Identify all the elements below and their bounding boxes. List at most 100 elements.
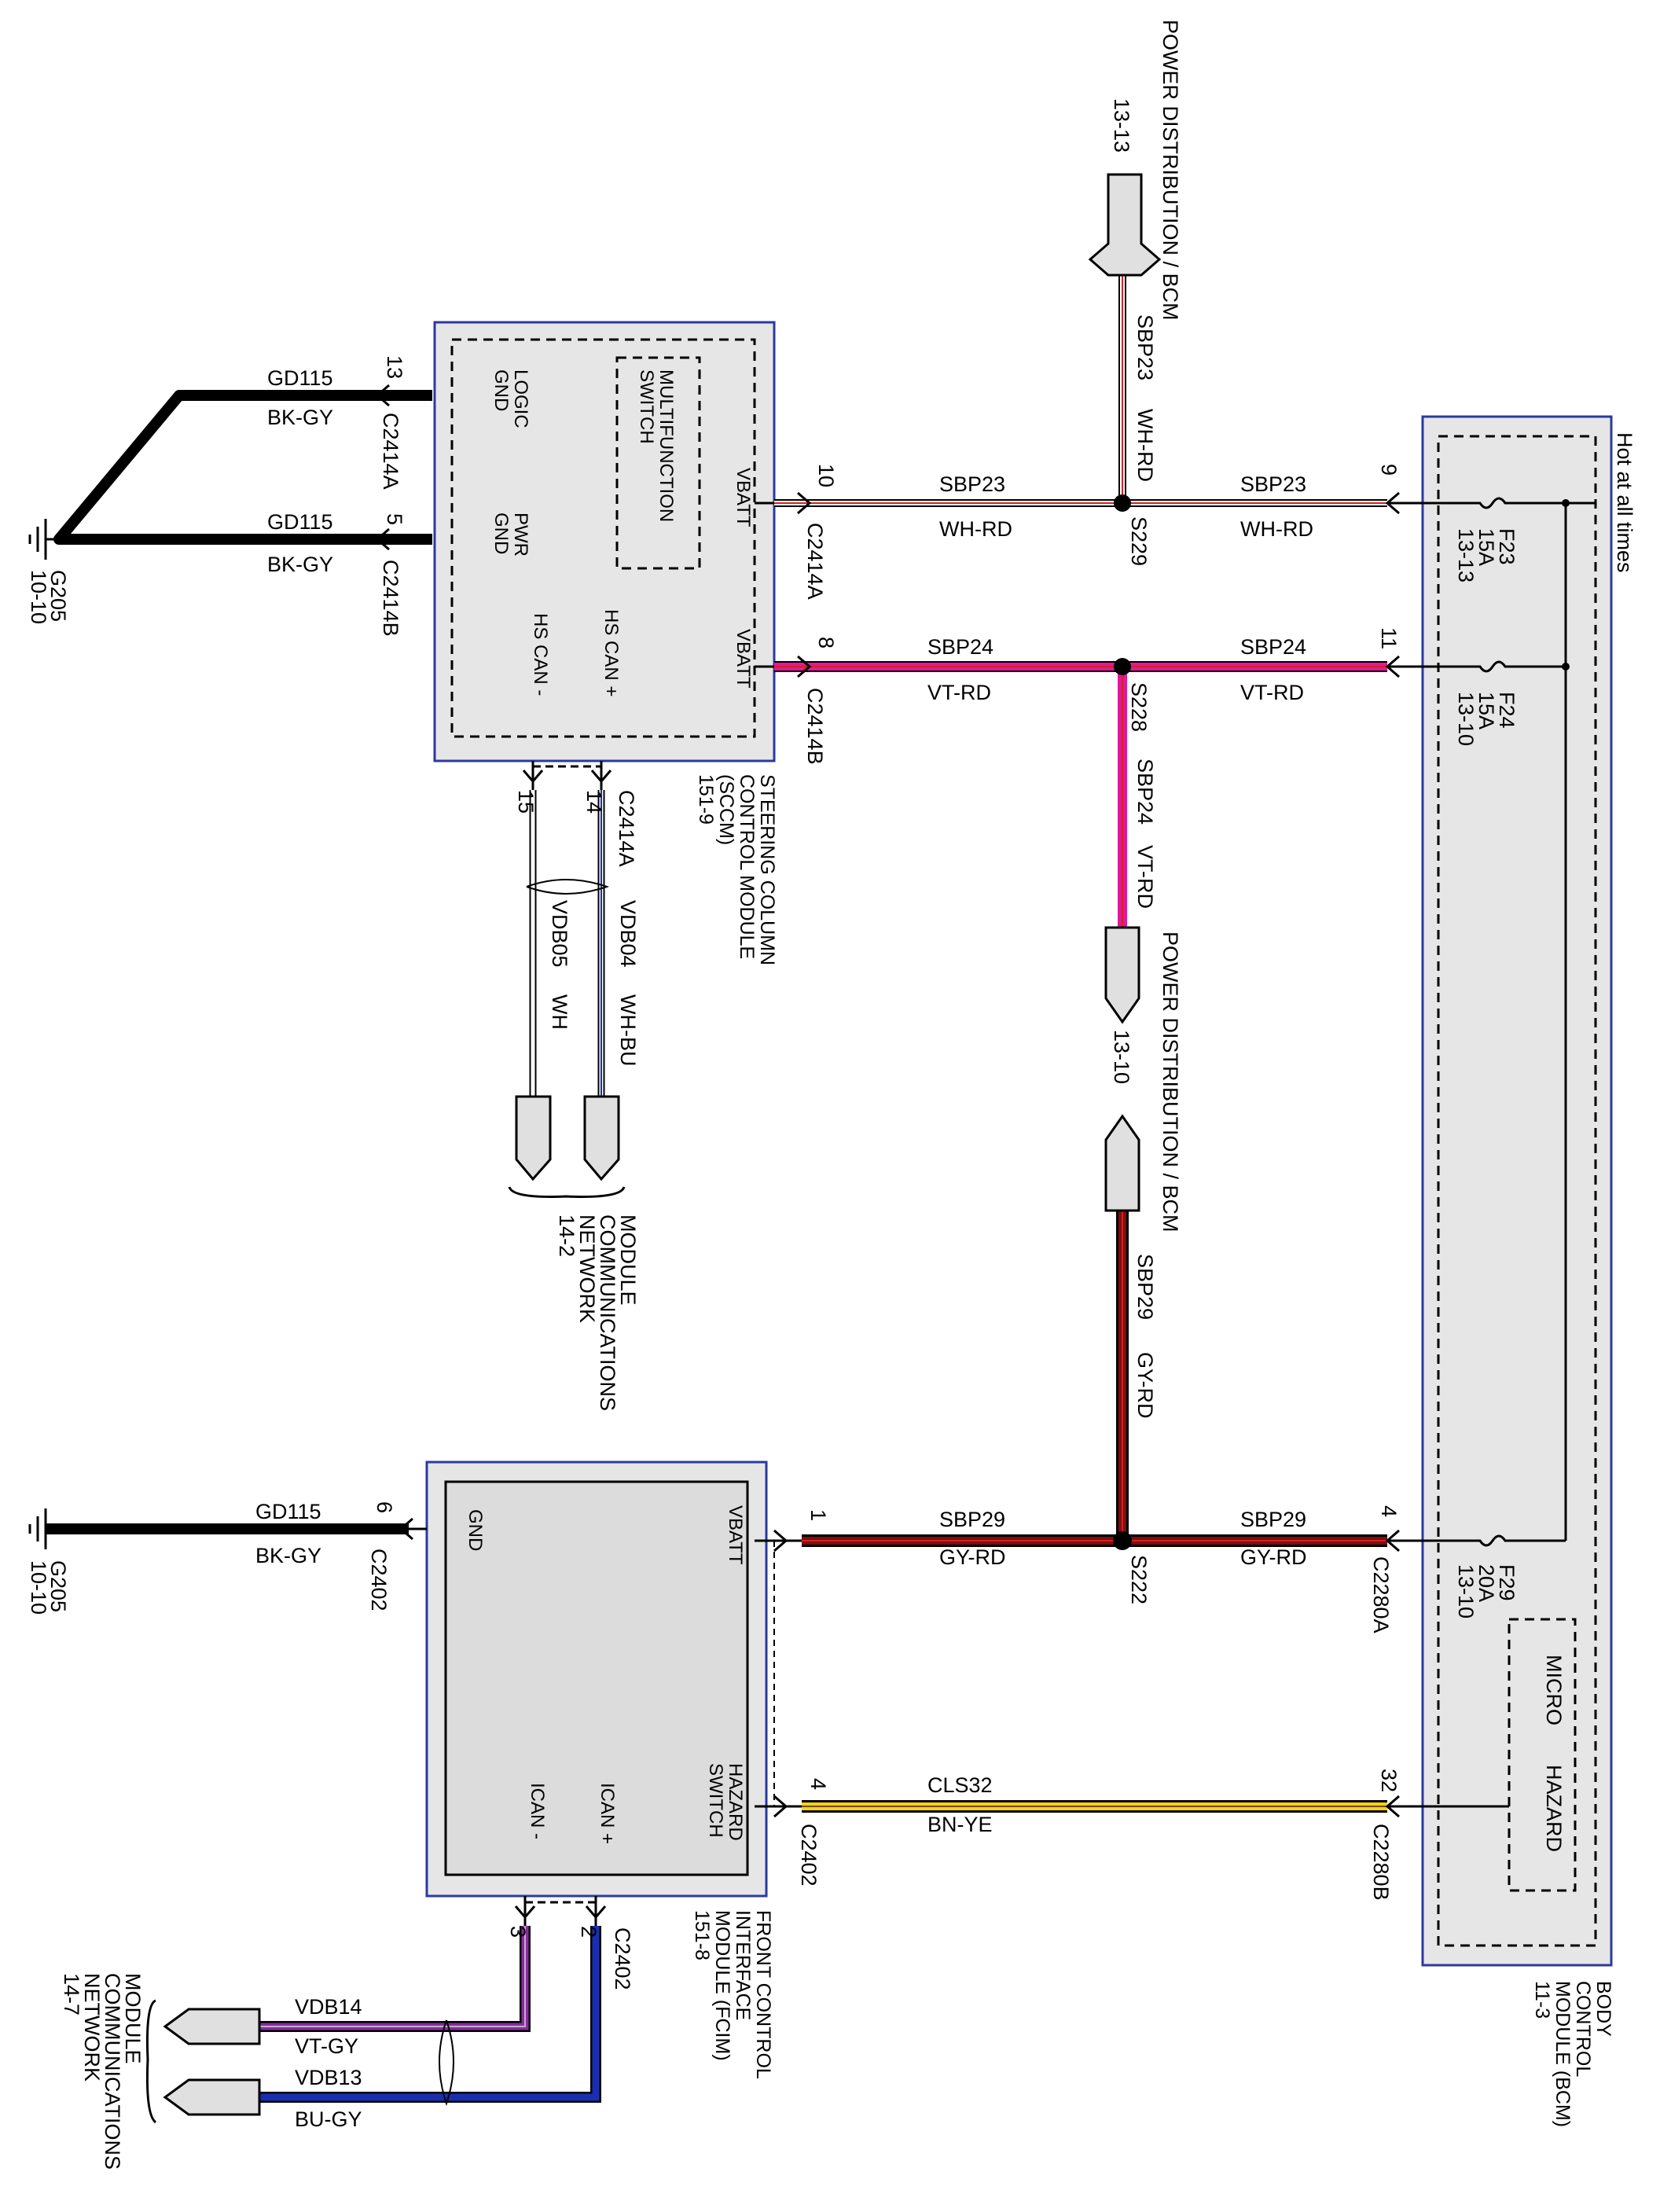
wire-vtrd-vert: VT-RD [1133,845,1157,909]
ground-g205-top-symbol [28,519,47,560]
fuse-f29-ref: 13-10 [1454,1564,1478,1619]
mcn-brace-bottom [145,1999,157,2124]
pd-connector-top [1088,173,1162,277]
pd-connector-mid [1104,926,1140,1024]
fuse-f29-symbol [1415,1534,1513,1547]
mcn-top-line-2: COMMUNICATIONS [596,1214,619,1411]
arrow-sccm-14 [590,770,612,784]
wire-vdb13: VDB13 [295,2066,362,2089]
conn-c2402-hazard: C2402 [797,1824,821,1887]
ground-g205-top-id: G205 [46,570,70,622]
pin-sccm-8: 8 [814,637,838,649]
sccm-vbatt-a: VBATT [733,468,754,527]
wire-sbp23-left: SBP23 [939,472,1005,496]
sccm-multifunction-line-2: SWITCH [636,369,657,444]
arrow-sccm-13 [375,384,390,407]
wire-vtgy: VT-GY [295,2034,358,2058]
fuse-f23-symbol [1415,497,1513,509]
bcm-name-line-4: 11-3 [1531,1981,1553,2019]
fcim-ground-wire: GD115 BK-GY 6 C2402 G205 10-10 [27,1500,427,1615]
mcn-brace-top [508,1186,626,1198]
mcn-top-ref: 14-2 [555,1214,578,1257]
sccm-multifunction-box [615,356,701,570]
conn-c2414b-vbatt: C2414B [803,688,827,765]
pin-fcim-1: 1 [806,1509,830,1521]
sccm-hs-can-minus: HS CAN - [530,613,551,696]
bcm-name-line-2: CONTROL [1572,1981,1594,2077]
wire-gyrd-vert: GY-RD [1133,1352,1157,1419]
circuit-sbp23: 10 C2414A SBP23 WH-RD SBP23 WH-RD 9 S229… [755,275,1415,600]
conn-c2414a-can: C2414A [615,790,638,867]
sccm-dashed-inner [450,338,756,738]
pd-label-top: POWER DISTRIBUTION / BCM [1159,20,1182,321]
circuit-gd115-a: GD115 [267,366,333,390]
pin-fcim-3: 3 [506,1926,530,1938]
mcn-bottom-line-1: MODULE [121,1973,145,2064]
fuse-f29-id: F29 [1495,1564,1519,1601]
fcim-gnd: GND [465,1509,486,1551]
ground-g205-bottom-ref: 10-10 [27,1560,50,1615]
conn-c2402-gnd: C2402 [367,1549,391,1611]
mcn-bottom-line-2: COMMUNICATIONS [101,1973,124,2170]
arrow-fcim-4 [773,1795,788,1818]
pin-fcim-4: 4 [806,1778,830,1790]
wire-vdb14: VDB14 [295,1995,362,2019]
ground-g205-bottom-symbol [28,1508,47,1549]
fcim-name-line-3: MODULE (FCIM) [711,1910,733,2061]
sccm-ground-wires: GD115 BK-GY GD115 BK-GY 13 5 C2414A C241… [27,355,432,637]
mcn-connector-14 [583,1095,620,1181]
arrow-sccm-10 [797,491,812,515]
circuit-sbp24: 8 C2414B SBP24 VT-RD SBP24 VT-RD 11 S228… [755,627,1415,928]
arrow-fcim-6 [398,1517,413,1541]
sccm-name-line-3: (SCCM) [715,774,737,845]
fuse-f24-rating: 15A [1475,692,1498,729]
body-control-module: Hot at all times F23 15A 13-13 F24 15A 1… [1415,415,1636,2127]
ground-g205-top-ref: 10-10 [27,570,50,624]
conn-c2414a-vbatt: C2414A [803,523,827,600]
fcim-ican: 3 2 C2402 VDB14 VT-GY VDB13 BU-GY MODULE… [60,1896,634,2170]
color-bk-gy-c: BK-GY [255,1544,321,1567]
pin-bcm-4: 4 [1377,1505,1401,1517]
wire-sbp24-vert: SBP24 [1133,759,1157,825]
fuse-f24-id: F24 [1495,692,1519,729]
conn-c2280a: C2280A [1369,1556,1393,1633]
bcm-hot-label: Hot at all times [1613,432,1636,573]
pin-fcim-6: 6 [373,1501,396,1513]
mcn-bottom-line-3: NETWORK [80,1973,104,2082]
conn-c2414b-gnd: C2414B [379,560,402,637]
arrow-sccm-8 [797,655,812,678]
sccm-outline [433,321,776,762]
mcn-bottom-ref: 14-7 [60,1973,83,2015]
sccm-logic-gnd-1: LOGIC [510,369,531,428]
sccm-name-line-1: STEERING COLUMN [756,774,778,965]
fcim-ican-plus: ICAN + [597,1783,618,1844]
wire-sbp29-left: SBP29 [939,1508,1005,1531]
wire-vtrd-left: VT-RD [927,681,991,704]
sccm-vbatt-b: VBATT [733,629,754,689]
fcim-ican-minus: ICAN - [527,1783,548,1839]
fcim-module: GND VBATT HAZARD SWITCH ICAN + ICAN - FR… [425,1461,774,2079]
mcn-top-line-3: NETWORK [575,1214,599,1323]
circuit-cls32: 4 C2402 CLS32 BN-YE 32 C2280B [755,1541,1415,1901]
bcm-micro-box [1508,1618,1577,1892]
wire-bugy: BU-GY [295,2107,362,2131]
wire-wh: WH [548,994,571,1030]
wire-vdb04: VDB04 [616,900,640,968]
pin-sccm-5: 5 [383,513,406,525]
fuse-f23-rating: 15A [1475,528,1498,566]
wire-sbp29-right: SBP29 [1240,1508,1306,1531]
arrow-bcm-11 [1385,655,1400,678]
sccm-twisted-pair [526,879,610,895]
sccm-logic-gnd-2: GND [490,369,512,411]
splice-s222: S222 [1127,1555,1151,1604]
splice-s222-dot [1113,1531,1132,1550]
wire-sbp23-right: SBP23 [1240,472,1306,496]
sccm-pwr-gnd-1: PWR [510,513,531,557]
fcim-name-line-4: 151-8 [691,1910,713,1960]
fuse-f23-ref: 13-13 [1454,528,1478,582]
bcm-name-line-3: MODULE (BCM) [1552,1981,1574,2127]
fcim-vbatt: VBATT [725,1505,746,1565]
wire-bnye: BN-YE [927,1813,993,1836]
arrow-bcm-9 [1385,491,1400,515]
